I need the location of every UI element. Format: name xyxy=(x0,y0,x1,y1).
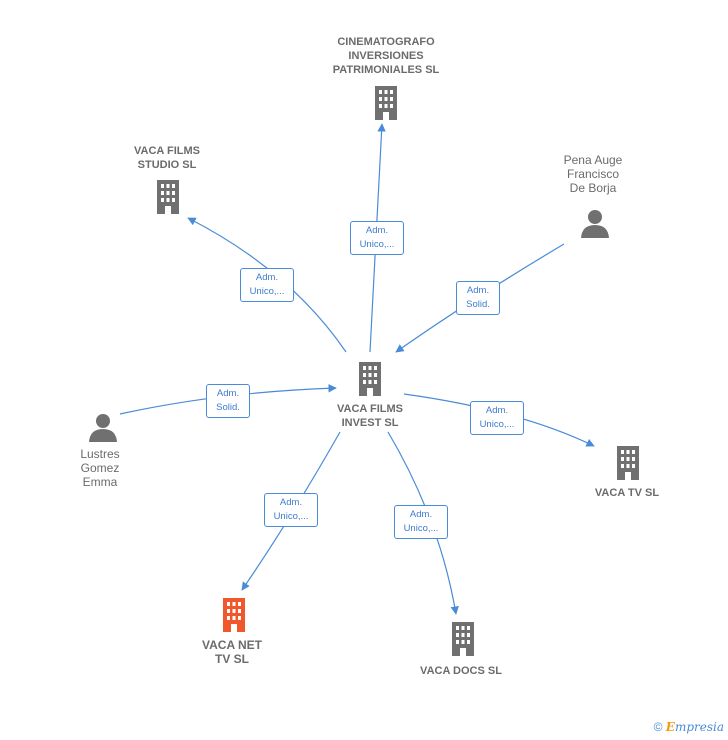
brand-logo: Empresia xyxy=(666,720,724,734)
node-label-vaca-docs[interactable]: VACA DOCS SL xyxy=(420,665,502,677)
copyright-symbol: © xyxy=(653,720,663,734)
building-icon[interactable] xyxy=(612,446,644,480)
building-icon[interactable] xyxy=(370,86,402,120)
person-icon[interactable] xyxy=(88,412,118,442)
edge-label-from-lustres[interactable]: Adm. Solid. xyxy=(206,384,250,418)
building-icon[interactable] xyxy=(447,622,479,656)
node-label-lustres[interactable]: Lustres Gomez Emma xyxy=(80,447,120,489)
edge-label-to-cinematografo[interactable]: Adm. Unico,... xyxy=(350,221,404,255)
building-icon[interactable] xyxy=(152,180,184,214)
person-icon[interactable] xyxy=(580,208,610,238)
node-label-vaca-films-invest[interactable]: VACA FILMS INVEST SL xyxy=(337,403,403,429)
edge-label-to-vaca-docs[interactable]: Adm. Unico,... xyxy=(394,505,448,539)
edge-label-to-vaca-net-tv[interactable]: Adm. Unico,... xyxy=(264,493,318,527)
edge-label-to-vaca-tv[interactable]: Adm. Unico,... xyxy=(470,401,524,435)
node-label-cinematografo[interactable]: CINEMATOGRAFO INVERSIONES PATRIMONIALES … xyxy=(332,36,440,76)
node-label-vaca-tv[interactable]: VACA TV SL xyxy=(594,487,660,499)
node-label-pena-auge[interactable]: Pena Auge Francisco De Borja xyxy=(563,153,623,195)
edge-label-from-pena-auge[interactable]: Adm. Solid. xyxy=(456,281,500,315)
brand-logo-e: E xyxy=(665,720,675,734)
building-highlight-icon[interactable] xyxy=(218,598,250,632)
building-icon[interactable] xyxy=(354,362,386,396)
edge-label-to-vaca-films-studio[interactable]: Adm. Unico,... xyxy=(240,268,294,302)
node-label-vaca-films-studio[interactable]: VACA FILMS STUDIO SL xyxy=(134,145,200,171)
footer-brand[interactable]: © Empresia xyxy=(654,720,724,734)
node-label-vaca-net-tv[interactable]: VACA NET TV SL xyxy=(202,638,262,666)
brand-logo-text: mpresia xyxy=(674,720,724,734)
